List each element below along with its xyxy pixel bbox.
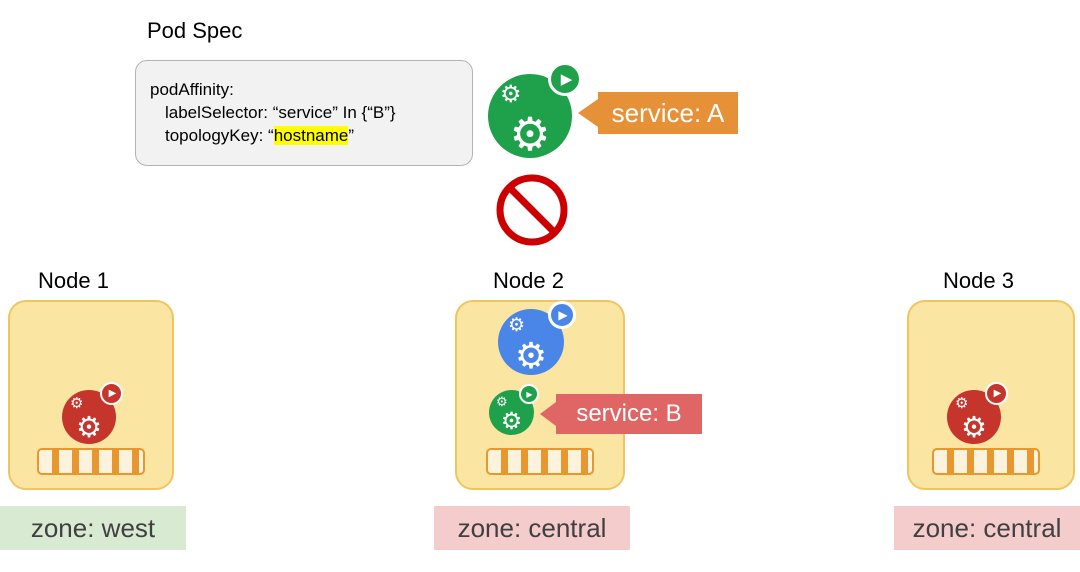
node-2-title: Node 2 <box>493 268 564 293</box>
node-1-zone-label: zone: west <box>0 506 186 550</box>
code-line-labelselector: labelSelector: “service” In {“B”} <box>165 103 396 122</box>
service-a-tag: service: A <box>598 92 738 134</box>
play-badge-icon: ▶ <box>548 301 576 329</box>
service-b-tag: service: B <box>556 394 702 434</box>
pod-icon-node-3: ⚙ ⚙ ▶ <box>947 382 1008 444</box>
node-2-resource-bar <box>486 448 594 475</box>
node-1-resource-bar <box>37 448 145 475</box>
gear-icon: ⚙ <box>961 412 987 444</box>
code-line-topologykey: topologyKey: “hostname” <box>150 124 462 147</box>
pod-spec-box: podAffinity: labelSelector: “service” In… <box>135 60 473 166</box>
node-1-title: Node 1 <box>38 268 109 293</box>
pod-icon-node-2-blue: ⚙ ⚙ ▶ <box>498 301 576 376</box>
pod-icon-service-a: ⚙ ⚙ ▶ <box>488 62 582 160</box>
prohibited-icon <box>496 174 568 246</box>
pod-body: ⚙ ⚙ <box>489 390 534 435</box>
gear-icon: ⚙ <box>500 81 522 108</box>
play-badge-icon: ▶ <box>100 382 123 405</box>
pod-spec-title: Pod Spec <box>147 18 243 43</box>
node-3-resource-bar <box>932 448 1040 475</box>
play-badge-icon: ▶ <box>985 382 1008 405</box>
topologykey-suffix: ” <box>348 126 355 145</box>
gear-icon: ⚙ <box>509 108 551 160</box>
node-3-zone-label: zone: central <box>894 506 1080 550</box>
play-badge-icon: ▶ <box>548 62 582 96</box>
gear-icon: ⚙ <box>500 408 523 435</box>
pod-icon-service-b: ⚙ ⚙ ▶ <box>489 384 539 435</box>
gear-icon: ⚙ <box>70 395 84 412</box>
node-3-title: Node 3 <box>943 268 1014 293</box>
topologykey-prefix: topologyKey: “ <box>165 126 274 145</box>
topologykey-highlighted-value: hostname <box>273 126 349 145</box>
gear-icon: ⚙ <box>514 335 548 376</box>
gear-icon: ⚙ <box>76 412 102 444</box>
node-2-zone-label: zone: central <box>434 506 630 550</box>
code-line-podaffinity: podAffinity: <box>150 80 234 99</box>
gear-icon: ⚙ <box>496 394 508 409</box>
play-badge-icon: ▶ <box>519 384 539 404</box>
pod-icon-node-1: ⚙ ⚙ ▶ <box>62 382 123 444</box>
gear-icon: ⚙ <box>955 395 969 412</box>
gear-icon: ⚙ <box>508 315 526 336</box>
